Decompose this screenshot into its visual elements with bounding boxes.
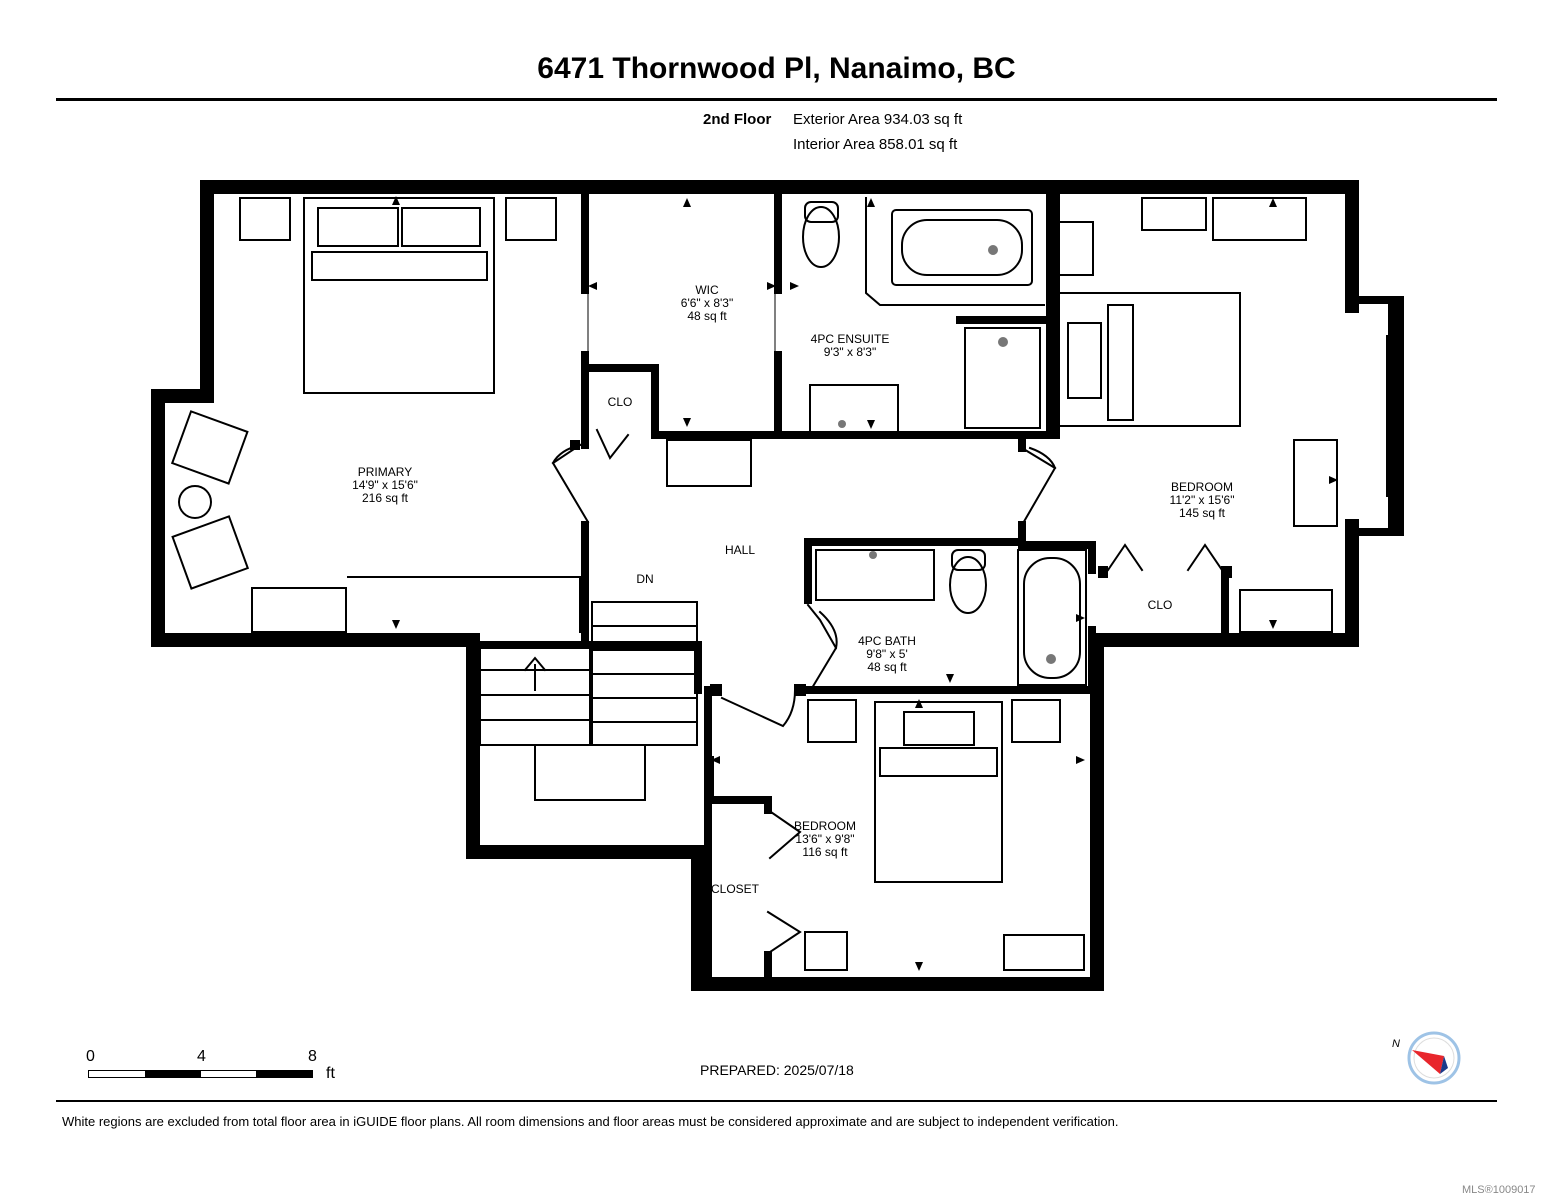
exterior-walls [151,180,1402,991]
room-primary: PRIMARY 14'9" x 15'6" 216 sq ft [320,466,450,505]
room-bedroom-right-name: BEDROOM [1170,480,1233,494]
compass-north-label: N [1392,1038,1400,1050]
room-bedroom-right-area: 145 sq ft [1178,506,1226,520]
room-bath: 4PC BATH 9'8" x 5' 48 sq ft [822,635,952,674]
room-wic-name: WIC [695,283,719,297]
bottom-divider [56,1100,1497,1102]
room-bedroom-bottom: BEDROOM 13'6" x 9'8" 116 sq ft [760,820,890,859]
top-divider [56,98,1497,101]
scale-unit: ft [326,1065,335,1082]
room-ensuite: 4PC ENSUITE 9'3" x 8'3" [785,333,915,359]
floor-label: 2nd Floor [703,111,772,128]
room-bath-name: 4PC BATH [858,634,916,648]
room-bath-dims: 9'8" x 5' [866,647,908,661]
compass-icon [1407,1031,1461,1085]
room-wic: WIC 6'6" x 8'3" 48 sq ft [642,284,772,323]
room-bedroom-bottom-name: BEDROOM [793,819,856,833]
room-bath-area: 48 sq ft [867,660,907,674]
interior-area: Interior Area 858.01 sq ft [793,136,958,153]
scale-bar [88,1070,313,1078]
scale-tick-8: 8 [308,1048,317,1065]
room-wic-dims: 6'6" x 8'3" [680,296,734,310]
mls-number: MLS®1009017 [1462,1184,1536,1196]
windows [151,335,1400,991]
scale-tick-4: 4 [197,1048,206,1065]
exterior-area: Exterior Area 934.03 sq ft [793,111,963,128]
room-bedroom-bottom-area: 116 sq ft [802,845,848,859]
room-ensuite-name: 4PC ENSUITE [810,332,890,346]
room-primary-name: PRIMARY [357,465,413,479]
doors [551,428,1224,954]
room-primary-area: 216 sq ft [361,491,409,505]
label-clo-left: CLO [607,395,633,409]
scale-tick-0: 0 [86,1048,95,1065]
page-title: 6471 Thornwood Pl, Nanaimo, BC [537,52,1016,85]
disclaimer: White regions are excluded from total fl… [62,1114,1119,1129]
label-dn: DN [636,572,654,586]
label-closet: CLOSET [710,882,759,896]
prepared-date: PREPARED: 2025/07/18 [700,1062,854,1078]
room-bedroom-right-dims: 11'2" x 15'6" [1169,493,1235,507]
room-bedroom-right: BEDROOM 11'2" x 15'6" 145 sq ft [1137,481,1267,520]
furniture [170,197,1338,971]
room-primary-dims: 14'9" x 15'6" [352,478,418,492]
label-hall: HALL [724,543,756,557]
room-bedroom-bottom-dims: 13'6" x 9'8" [795,832,855,846]
room-wic-area: 48 sq ft [687,309,727,323]
interior-walls [469,188,1229,984]
label-clo-right: CLO [1147,598,1173,612]
room-ensuite-dims: 9'3" x 8'3" [823,345,877,359]
stairs [479,601,698,801]
